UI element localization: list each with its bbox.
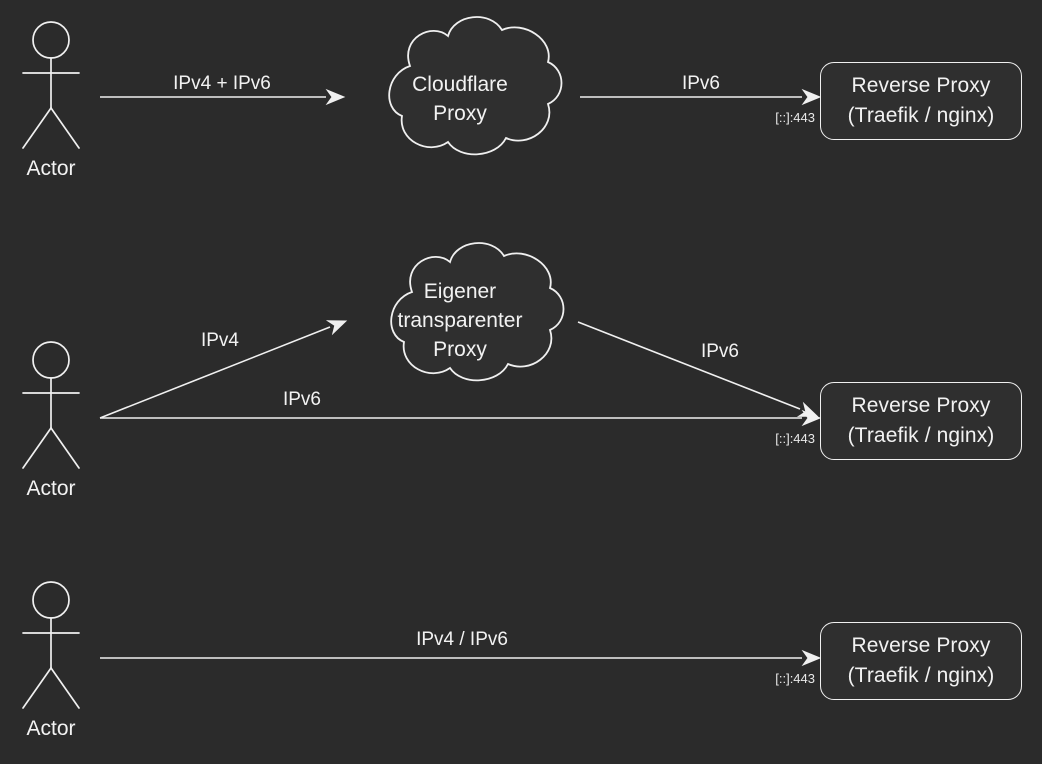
actor-label-row1: Actor <box>26 157 76 180</box>
edge-label-ipv4-row2: IPv4 <box>200 330 240 351</box>
edge-label-ipv6-direct-row2: IPv6 <box>282 389 322 410</box>
node-label-line: (Traefik / nginx) <box>847 664 995 687</box>
actor-figure-row1 <box>22 21 80 149</box>
node-label-line: (Traefik / nginx) <box>847 104 995 127</box>
actor-label-row3: Actor <box>26 717 76 740</box>
node-label-line: Reverse Proxy <box>851 394 991 417</box>
edge-actor-to-reverse-proxy-row3 <box>100 650 821 666</box>
edge-label-ipv4-ipv6-row1: IPv4 + IPv6 <box>173 73 271 94</box>
edge-actor-direct-to-reverse-proxy-row2 <box>100 410 821 426</box>
edge-transparent-proxy-to-reverse-proxy <box>577 321 821 424</box>
port-label-row3: [::]:443 <box>775 671 815 686</box>
cloud-cloudflare-proxy <box>388 16 563 156</box>
actor-figure-row3 <box>22 581 80 709</box>
node-reverse-proxy-row3[interactable]: Reverse Proxy (Traefik / nginx) <box>820 622 1022 700</box>
actor-figure-row2 <box>22 341 80 469</box>
port-label-row1: [::]:443 <box>775 110 815 125</box>
node-reverse-proxy-row2[interactable]: Reverse Proxy (Traefik / nginx) <box>820 382 1022 460</box>
edge-cloudflare-to-reverse-proxy-row1 <box>580 89 821 105</box>
edge-label-ipv6-row2: IPv6 <box>700 341 740 362</box>
cloud-eigener-transparenter-proxy <box>390 242 565 382</box>
node-reverse-proxy-row1[interactable]: Reverse Proxy (Traefik / nginx) <box>820 62 1022 140</box>
actor-label-row2: Actor <box>26 477 76 500</box>
port-label-row2: [::]:443 <box>775 431 815 446</box>
node-label-line: Reverse Proxy <box>851 634 991 657</box>
edge-actor-to-transparent-proxy <box>99 313 350 419</box>
node-label-line: (Traefik / nginx) <box>847 424 995 447</box>
edge-label-ipv6-row1: IPv6 <box>681 73 721 94</box>
edge-label-ipv4-ipv6-row3: IPv4 / IPv6 <box>416 629 508 650</box>
edge-actor-to-cloudflare <box>100 89 345 105</box>
node-label-line: Reverse Proxy <box>851 74 991 97</box>
